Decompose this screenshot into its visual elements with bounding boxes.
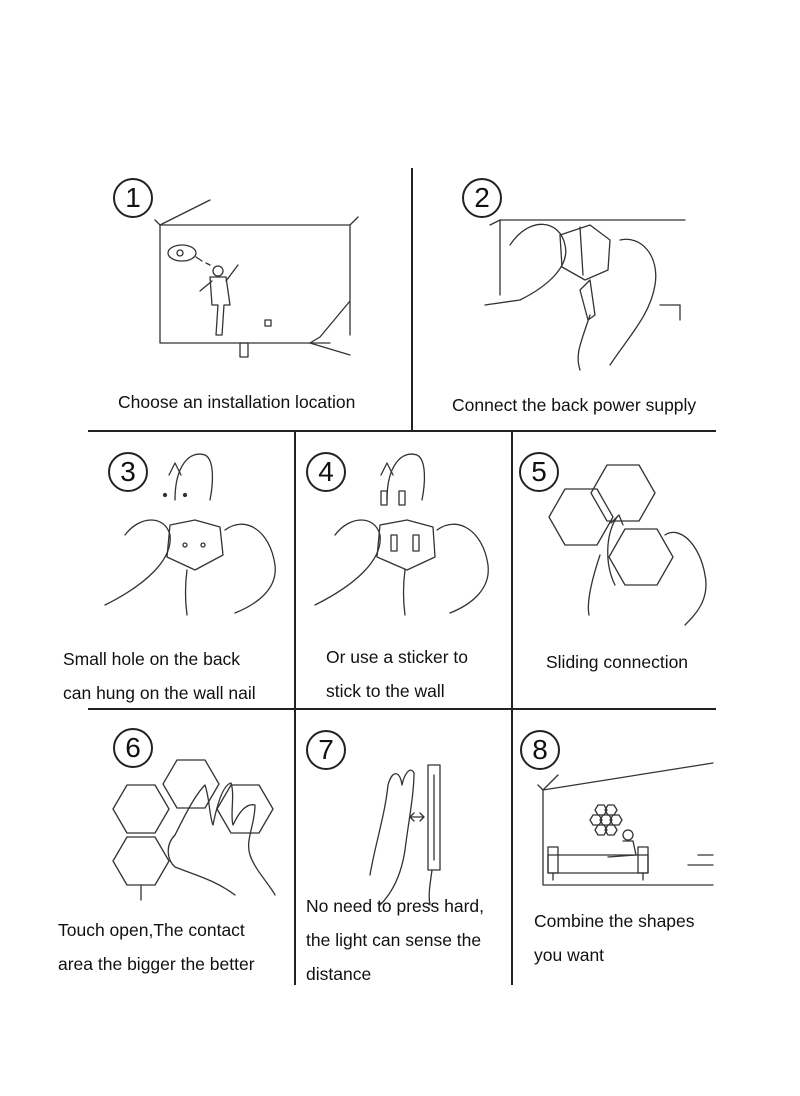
step-4-caption-line-1: Or use a sticker to: [326, 640, 468, 674]
step-7-caption: No need to press hard, the light can sen…: [306, 889, 484, 991]
step-7-caption-line-3: distance: [306, 957, 484, 991]
step-6-caption-line-2: area the bigger the better: [58, 947, 255, 981]
step-6-hexagon-touch-illustration: [105, 755, 285, 900]
step-4-caption-line-2: stick to the wall: [326, 674, 468, 708]
step-7-number-badge: 7: [306, 730, 346, 770]
step-2-caption-line: Connect the back power supply: [452, 388, 696, 422]
step-7-caption-line-1: No need to press hard,: [306, 889, 484, 923]
step-3-hands-illustration: [95, 445, 285, 615]
step-5-caption-line: Sliding connection: [546, 645, 688, 679]
step-3-caption: Small hole on the back can hung on the w…: [63, 642, 256, 710]
step-3-caption-line-1: Small hole on the back: [63, 642, 256, 676]
vertical-divider-mid-2: [511, 432, 513, 708]
step-2-hands-illustration: [480, 205, 685, 370]
step-5-hexagon-illustration: [545, 455, 715, 625]
horizontal-divider-1: [88, 430, 716, 432]
step-3-caption-line-2: can hung on the wall nail: [63, 676, 256, 710]
step-2-caption: Connect the back power supply: [452, 388, 696, 422]
step-7-hand-sensor-illustration: [360, 755, 460, 905]
step-8-caption: Combine the shapes you want: [534, 904, 695, 972]
vertical-divider-top: [411, 168, 413, 430]
step-8-caption-line-2: you want: [534, 938, 695, 972]
vertical-divider-bot-2: [511, 710, 513, 985]
step-1-caption-line: Choose an installation location: [118, 385, 355, 419]
step-1-room-illustration: [150, 195, 370, 370]
vertical-divider-bot-1: [294, 710, 296, 985]
step-1-number-badge: 1: [113, 178, 153, 218]
step-8-caption-line-1: Combine the shapes: [534, 904, 695, 938]
step-1-caption: Choose an installation location: [118, 385, 355, 419]
step-4-hands-illustration: [305, 445, 505, 615]
step-6-caption: Touch open,The contact area the bigger t…: [58, 913, 255, 981]
step-8-living-room-illustration: [528, 755, 718, 895]
step-6-caption-line-1: Touch open,The contact: [58, 913, 255, 947]
vertical-divider-mid-1: [294, 432, 296, 708]
step-7-caption-line-2: the light can sense the: [306, 923, 484, 957]
step-5-caption: Sliding connection: [546, 645, 688, 679]
step-4-caption: Or use a sticker to stick to the wall: [326, 640, 468, 708]
